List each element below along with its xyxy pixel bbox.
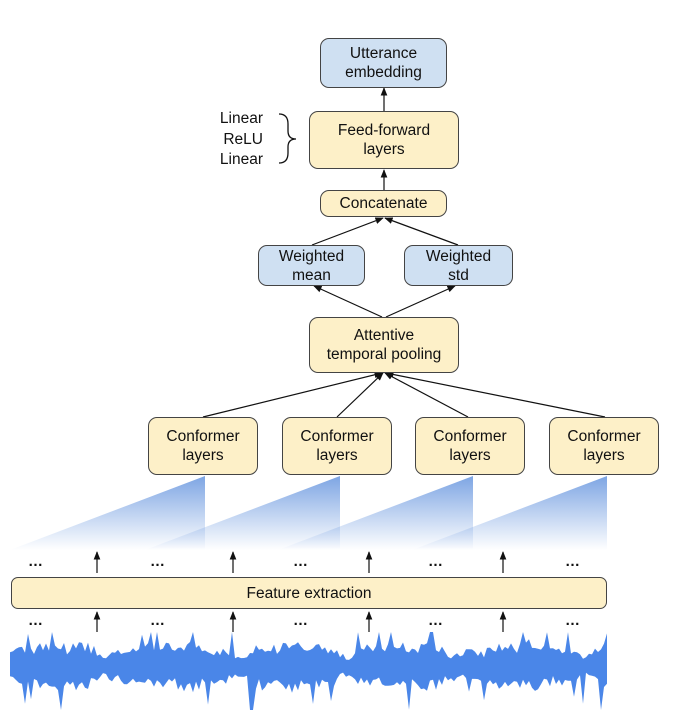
arrow-conf1-to-pool — [202, 371, 383, 418]
component-linear-2: Linear — [219, 151, 263, 168]
receptive-field-windows — [10, 476, 607, 550]
ellipsis-upper-4: … — [428, 553, 444, 570]
arrow-conf3-to-pool — [384, 372, 469, 418]
feed-forward-node: Feed-forward layers — [309, 111, 459, 169]
utterance-embedding-node: Utterance embedding — [320, 38, 447, 88]
ellipsis-upper-2: … — [150, 553, 166, 570]
ellipsis-lower-5: … — [565, 612, 581, 629]
component-linear-1: Linear — [219, 110, 263, 127]
ellipsis-upper-5: … — [565, 553, 581, 570]
ellipsis-upper-3: … — [293, 553, 309, 570]
window-4 — [412, 476, 607, 550]
feed-forward-brace — [278, 113, 297, 164]
arrow-mean-to-concat — [311, 217, 384, 246]
feature-extraction-node: Feature extraction — [11, 577, 607, 609]
ellipsis-lower-1: … — [28, 612, 44, 629]
arrow-conf2-to-pool — [336, 372, 384, 418]
arrow-pool-to-mean — [313, 285, 383, 318]
feed-forward-components: Linear ReLU Linear — [205, 109, 263, 171]
window-3 — [278, 476, 473, 550]
conformer-layers-node-4: Conformer layers — [549, 417, 659, 475]
ellipsis-upper-1: … — [28, 553, 44, 570]
ellipsis-lower-2: … — [150, 612, 166, 629]
weighted-mean-node: Weighted mean — [258, 245, 365, 286]
window-1 — [10, 476, 205, 550]
window-2 — [145, 476, 340, 550]
arrow-conf4-to-pool — [385, 371, 606, 418]
conformer-layers-node-2: Conformer layers — [282, 417, 392, 475]
arrow-pool-to-std — [385, 285, 456, 318]
attentive-temporal-pooling-node: Attentive temporal pooling — [309, 317, 459, 373]
arrow-std-to-concat — [384, 217, 459, 246]
conformer-layers-node-3: Conformer layers — [415, 417, 525, 475]
weighted-std-node: Weighted std — [404, 245, 513, 286]
component-relu: ReLU — [223, 130, 263, 148]
ellipsis-lower-3: … — [293, 612, 309, 629]
concatenate-node: Concatenate — [320, 190, 447, 217]
ellipsis-lower-4: … — [428, 612, 444, 629]
audio-waveform — [10, 632, 607, 710]
conformer-layers-node-1: Conformer layers — [148, 417, 258, 475]
